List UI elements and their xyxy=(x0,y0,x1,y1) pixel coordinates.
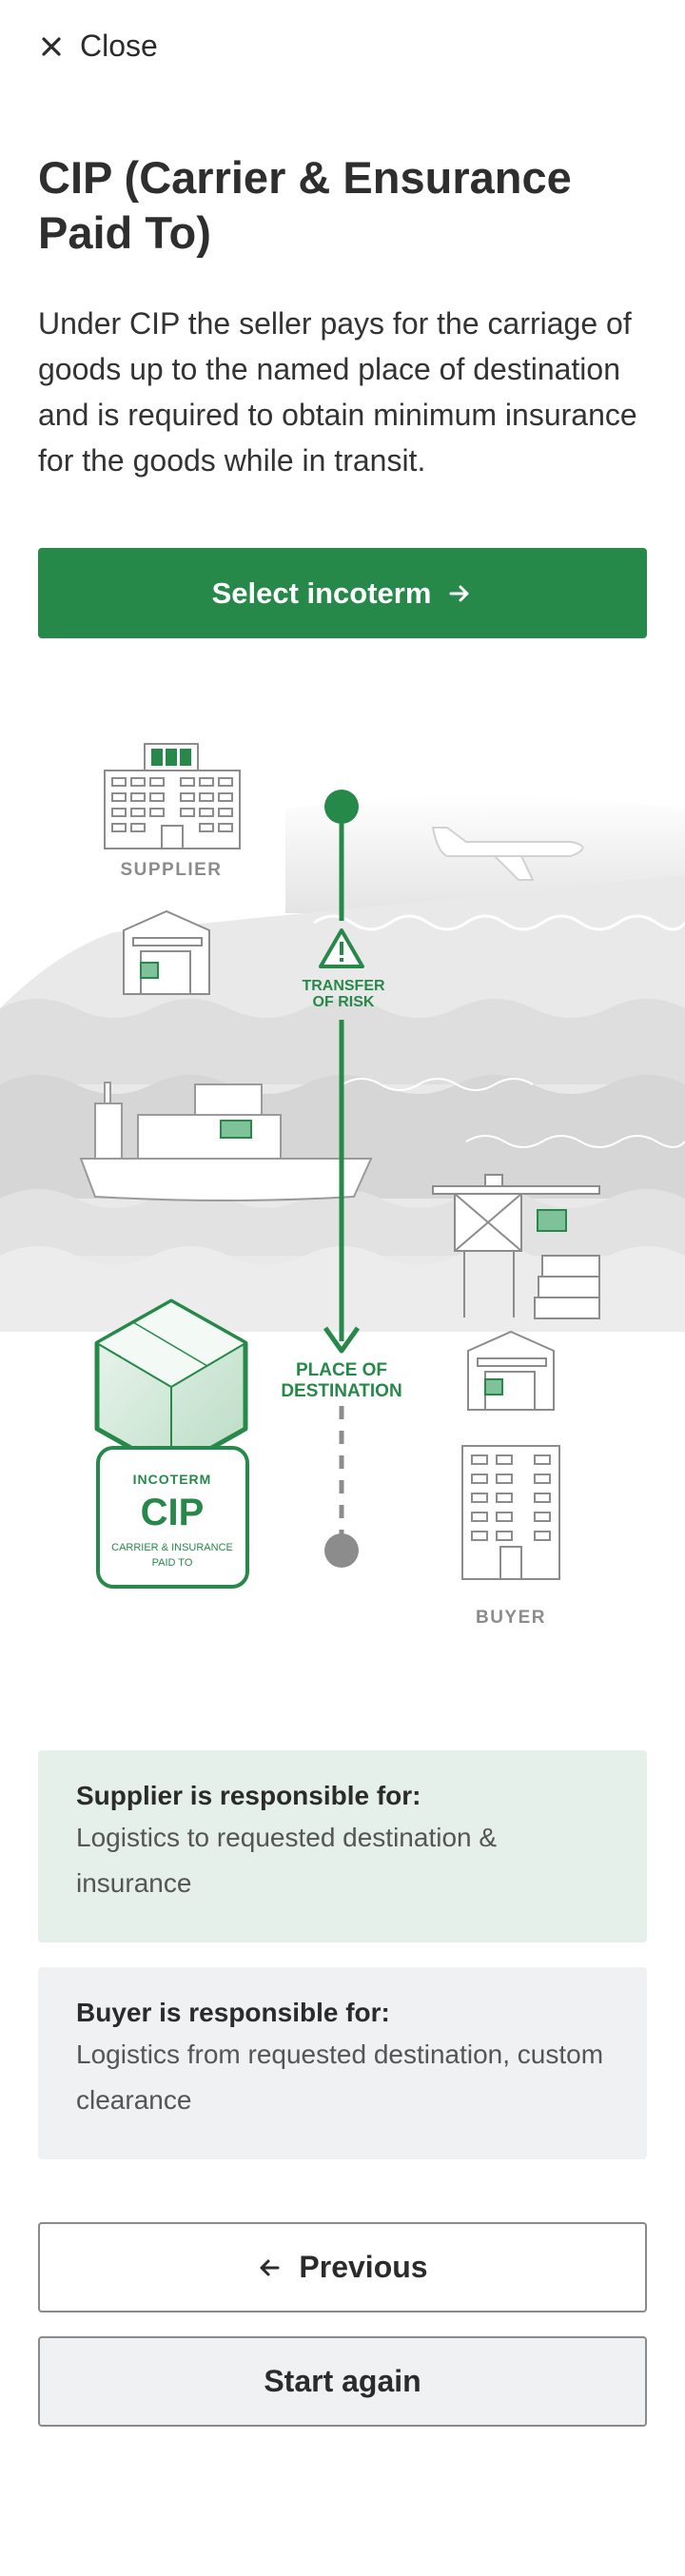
select-incoterm-button[interactable]: Select incoterm xyxy=(38,548,647,638)
close-button[interactable]: Close xyxy=(38,29,158,64)
warning-icon xyxy=(319,928,364,968)
start-again-label: Start again xyxy=(264,2364,421,2398)
supplier-responsibility-card: Supplier is responsible for: Logistics t… xyxy=(38,1750,647,1942)
close-label: Close xyxy=(80,29,158,63)
buyer-responsibility-text: Logistics from requested destination, cu… xyxy=(76,2039,604,2115)
buyer-building-icon xyxy=(461,1445,560,1580)
previous-button[interactable]: Previous xyxy=(38,2222,647,2313)
supplier-responsibility-text: Logistics to requested destination & ins… xyxy=(76,1823,498,1898)
start-again-button[interactable]: Start again xyxy=(38,2336,647,2427)
supplier-building-icon xyxy=(104,743,241,849)
buyer-warehouse-icon xyxy=(467,1330,555,1411)
port-crane-icon xyxy=(432,1174,600,1319)
arrow-right-icon xyxy=(449,585,469,601)
buyer-responsibility-title: Buyer is responsible for: xyxy=(76,1998,390,2027)
supplier-warehouse-icon xyxy=(123,909,210,995)
previous-label: Previous xyxy=(299,2250,428,2284)
supplier-responsibility-title: Supplier is responsible for: xyxy=(76,1781,421,1810)
transfer-of-risk-line2: OF RISK xyxy=(313,994,375,1010)
buyer-label: BUYER xyxy=(476,1608,546,1628)
badge-title: INCOTERM xyxy=(133,1472,212,1487)
container-ship-icon xyxy=(79,1082,373,1201)
supplier-label: SUPPLIER xyxy=(120,860,222,880)
place-of-destination-line1: PLACE OF xyxy=(296,1360,387,1380)
close-icon xyxy=(42,36,61,56)
incoterm-description: Under CIP the seller pays for the carria… xyxy=(38,306,637,478)
select-incoterm-label: Select incoterm xyxy=(211,576,432,610)
buyer-responsibility-card: Buyer is responsible for: Logistics from… xyxy=(38,1967,647,2159)
transfer-of-risk-line1: TRANSFER xyxy=(302,978,385,994)
airplane-icon xyxy=(431,827,584,881)
incoterm-badge: INCOTERM CIP CARRIER & INSURANCE PAID TO xyxy=(94,1298,249,1589)
cip-illustration: SUPPLIER xyxy=(0,743,685,1655)
badge-code: CIP xyxy=(141,1492,205,1533)
place-of-destination-line2: DESTINATION xyxy=(281,1381,401,1401)
risk-route-line xyxy=(323,790,361,1568)
badge-subtitle-line1: CARRIER & INSURANCE xyxy=(111,1542,233,1553)
page-title: CIP (Carrier & Ensurance Paid To) xyxy=(38,152,572,258)
arrow-left-icon xyxy=(260,2259,280,2275)
badge-subtitle-line2: PAID TO xyxy=(152,1557,193,1569)
